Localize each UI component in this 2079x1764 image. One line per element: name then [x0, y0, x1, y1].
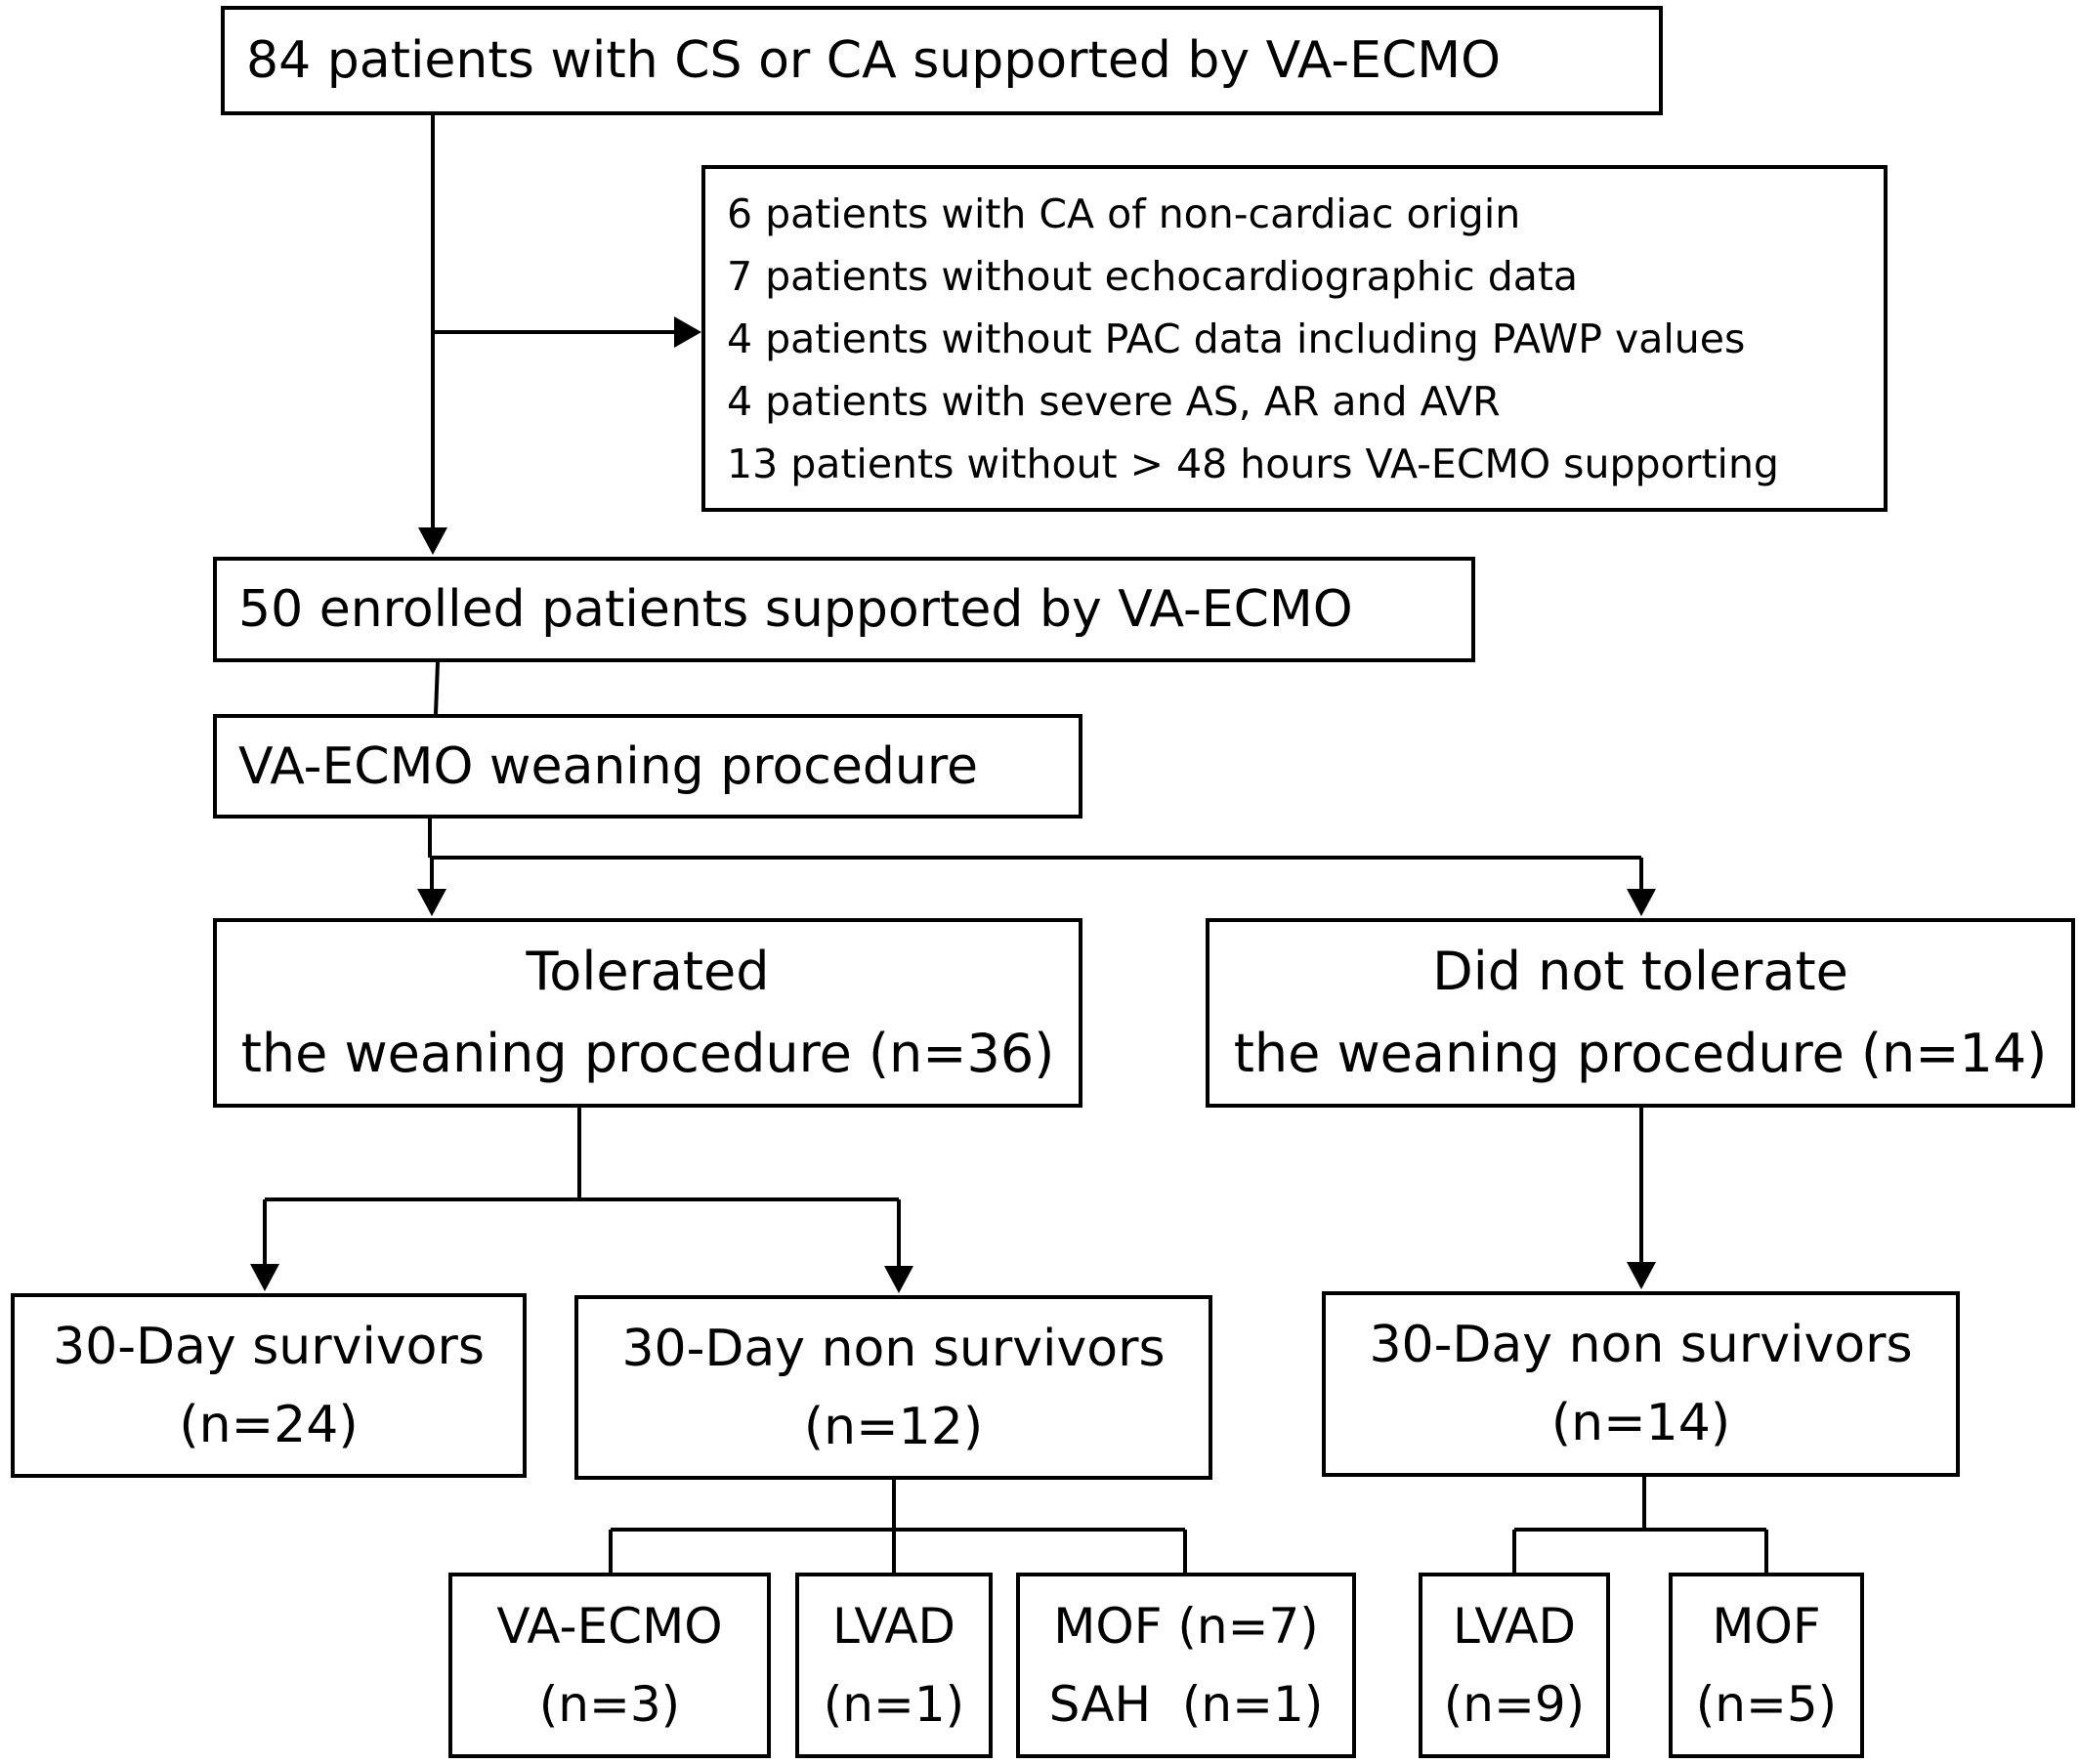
survivors-count: (n=24)	[179, 1395, 359, 1454]
mof-not-tolerated-count: (n=5)	[1695, 1676, 1838, 1733]
lvad-tolerated-count: (n=1)	[823, 1676, 965, 1733]
arrowhead-non-survivors-tolerated	[884, 1266, 913, 1293]
connector-enrolled-to-weaning	[434, 661, 440, 715]
mof-not-tolerated-title: MOF	[1712, 1598, 1821, 1655]
exclusions-box: 6 patients with CA of non-cardiac origin…	[701, 165, 1888, 512]
survivors-box: 30-Day survivors (n=24)	[11, 1293, 527, 1478]
lvad-tolerated-box: LVAD (n=1)	[795, 1573, 993, 1758]
mof-not-tolerated-box: MOF (n=5)	[1669, 1573, 1864, 1758]
non-survivors-not-tolerated-title: 30-Day non survivors	[1369, 1316, 1913, 1374]
not-tolerated-title: Did not tolerate	[1432, 941, 1848, 1002]
non-survivors-not-tolerated-box: 30-Day non survivors (n=14)	[1322, 1291, 1960, 1477]
not-tolerated-count: the weaning procedure (n=14)	[1233, 1023, 2048, 1084]
non-survivors-tolerated-count: (n=12)	[803, 1397, 984, 1456]
non-survivors-not-tolerated-count: (n=14)	[1550, 1394, 1731, 1452]
lvad-tolerated-title: LVAD	[831, 1598, 956, 1655]
weaning-procedure-text: VA-ECMO weaning procedure	[238, 736, 979, 796]
enrolled-patients-box: 50 enrolled patients supported by VA-ECM…	[213, 557, 1475, 662]
tolerated-title: Tolerated	[526, 941, 770, 1002]
exclusion-item: 6 patients with CA of non-cardiac origin	[727, 189, 1521, 237]
mof-count: MOF (n=7)	[1053, 1598, 1319, 1655]
weaning-procedure-box: VA-ECMO weaning procedure	[213, 714, 1082, 819]
arrowhead-not-tolerated	[1627, 889, 1656, 916]
initial-patients-text: 84 patients with CS or CA supported by V…	[246, 31, 1502, 90]
initial-patients-box: 84 patients with CS or CA supported by V…	[221, 6, 1663, 115]
mof-sah-box: MOF (n=7) SAH (n=1)	[1016, 1573, 1356, 1758]
exclusion-item: 13 patients without > 48 hours VA-ECMO s…	[727, 440, 1779, 487]
tolerated-count: the weaning procedure (n=36)	[240, 1023, 1055, 1084]
arrowhead-survivors	[250, 1264, 279, 1291]
arrowhead-enrolled	[418, 527, 447, 555]
tolerated-box: Tolerated the weaning procedure (n=36)	[213, 918, 1082, 1108]
survivors-title: 30-Day survivors	[53, 1317, 485, 1376]
va-ecmo-title: VA-ECMO	[496, 1598, 723, 1655]
exclusion-item: 4 patients without PAC data including PA…	[727, 315, 1746, 362]
arrowhead-tolerated	[417, 889, 446, 916]
enrolled-patients-text: 50 enrolled patients supported by VA-ECM…	[238, 580, 1353, 639]
sah-count: SAH (n=1)	[1048, 1676, 1324, 1733]
non-survivors-tolerated-box: 30-Day non survivors (n=12)	[574, 1295, 1212, 1480]
exclusion-item: 4 patients with severe AS, AR and AVR	[727, 377, 1501, 425]
not-tolerated-box: Did not tolerate the weaning procedure (…	[1206, 918, 2075, 1108]
exclusion-item: 7 patients without echocardiographic dat…	[727, 252, 1579, 300]
lvad-not-tolerated-box: LVAD (n=9)	[1419, 1573, 1610, 1758]
arrowhead-exclusions	[674, 316, 701, 348]
arrowhead-non-survivors-not-tolerated	[1627, 1262, 1656, 1289]
non-survivors-tolerated-title: 30-Day non survivors	[621, 1319, 1166, 1378]
va-ecmo-box: VA-ECMO (n=3)	[448, 1573, 771, 1758]
va-ecmo-count: (n=3)	[538, 1676, 681, 1733]
lvad-not-tolerated-title: LVAD	[1452, 1598, 1577, 1655]
lvad-not-tolerated-count: (n=9)	[1443, 1676, 1586, 1733]
